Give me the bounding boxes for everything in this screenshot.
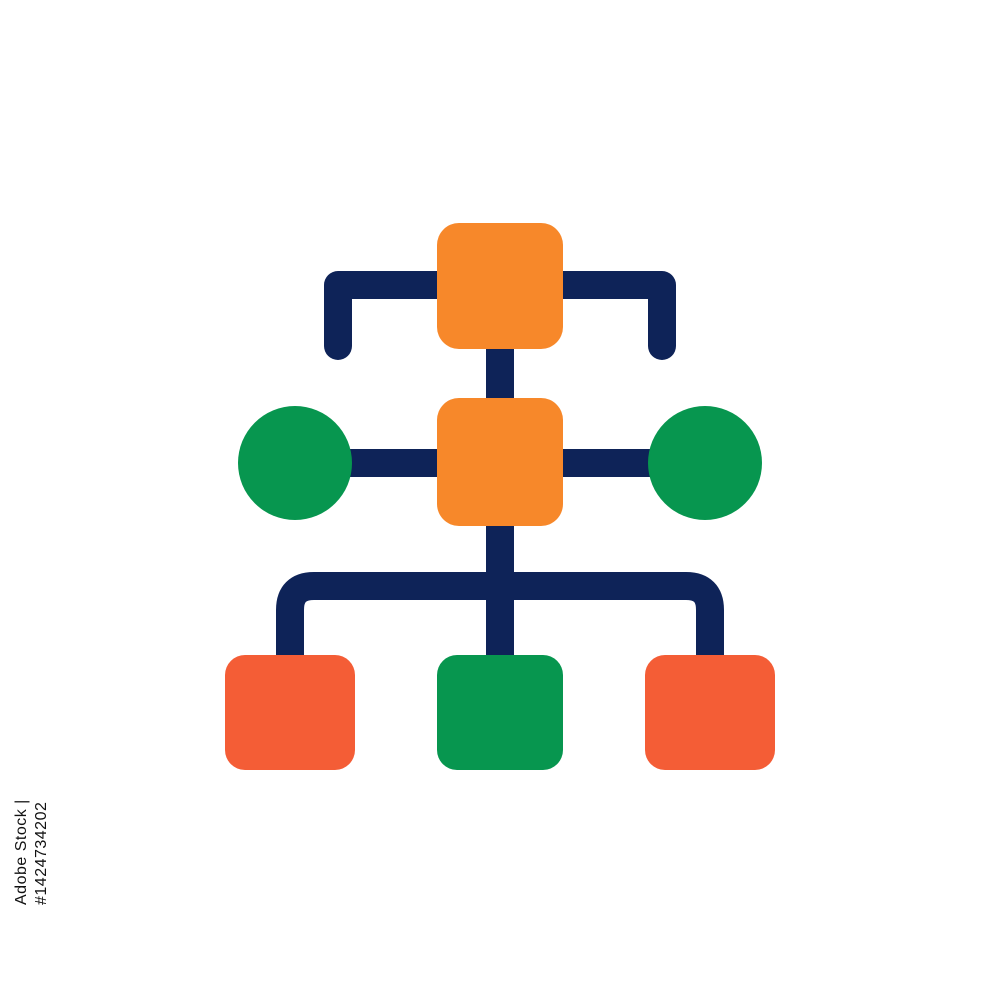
connector-lines [276,271,724,674]
top-node [437,223,563,349]
branch-line [276,572,724,674]
middle-node [437,398,563,526]
left-circle-node [238,406,352,520]
bottom-left-node [225,655,355,770]
bottom-center-node [437,655,563,770]
bottom-right-node [645,655,775,770]
top-right-bracket [548,271,676,360]
top-left-bracket [324,271,454,360]
stock-id-label: Adobe Stock | #1424734202 [13,799,50,905]
right-circle-node [648,406,762,520]
diagram-nodes [225,223,775,770]
